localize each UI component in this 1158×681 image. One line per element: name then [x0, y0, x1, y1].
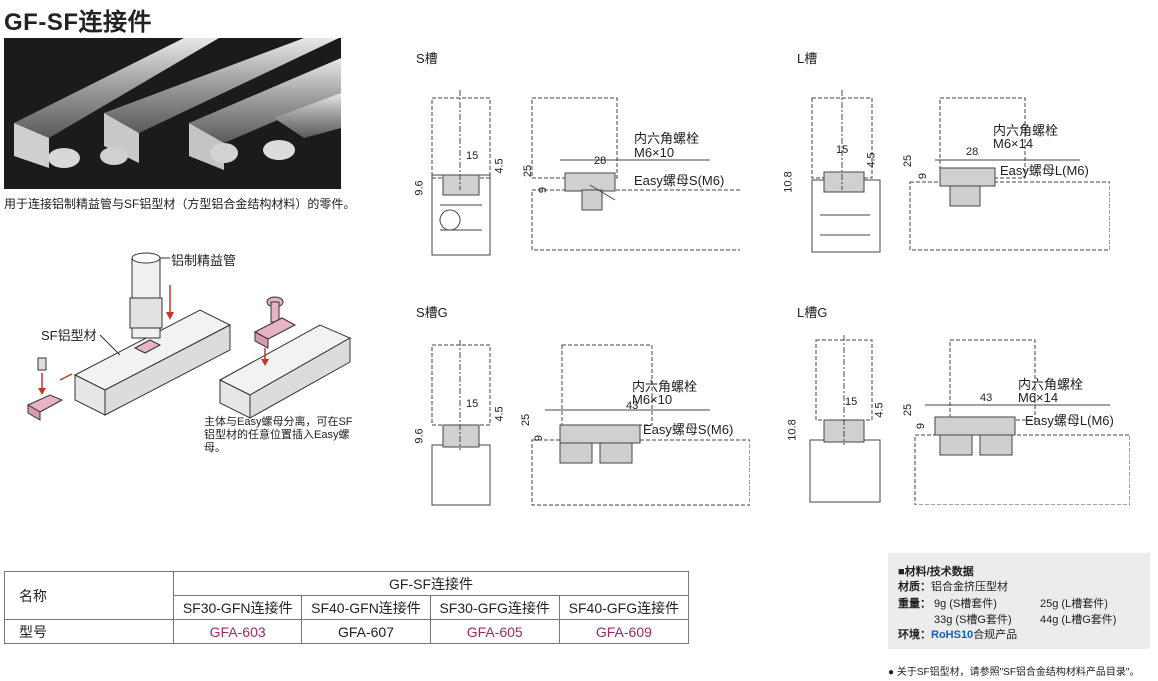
env-label: 环境：	[898, 629, 931, 641]
dim-15: 15	[466, 398, 479, 410]
weight-label: 重量：	[898, 598, 931, 610]
weight-value: 33g (S槽G套件)	[934, 614, 1012, 626]
drawing-l-slot-svg	[811, 90, 1110, 253]
drawing-s-slot-svg	[431, 90, 740, 256]
dim-15: 15	[845, 396, 858, 408]
weight-value: 44g (L槽G套件)	[1040, 614, 1117, 626]
footnote: ● 关于SF铝型材，请参照"SF铝合金结构材料产品目录"。	[888, 667, 1140, 678]
bolt-label: 内六角螺栓	[1018, 377, 1084, 392]
assembly-illustration	[26, 252, 352, 421]
dim-9: 9	[917, 172, 930, 180]
drawing-title: S槽G	[416, 305, 448, 320]
bolt-size: M6×10	[634, 145, 675, 160]
name-header: 名称	[4, 571, 174, 620]
dim-25: 25	[902, 403, 915, 417]
profile-label: SF铝型材	[41, 328, 97, 343]
env-value: 合规产品	[973, 629, 1018, 641]
dim-25: 25	[520, 413, 533, 427]
weight-value: 9g (S槽套件)	[934, 598, 997, 610]
bolt-label: 内六角螺栓	[634, 131, 700, 146]
dim-4-5: 4.5	[873, 402, 886, 418]
dim-43: 43	[626, 400, 639, 412]
model-number[interactable]: GFA-609	[558, 619, 690, 644]
model-number[interactable]: GFA-603	[172, 619, 303, 644]
drawing-title: S槽	[416, 51, 438, 66]
dim-9-6: 9.6	[413, 428, 426, 444]
pipe-label: 铝制精益管	[171, 253, 237, 268]
dim-9: 9	[915, 422, 928, 430]
table-row: 名称 GF-SF连接件	[4, 571, 689, 620]
dim-15: 15	[466, 150, 479, 162]
dim-43: 43	[980, 392, 993, 404]
dim-10-8: 10.8	[786, 419, 799, 441]
nut-label: Easy螺母L(M6)	[1025, 413, 1114, 428]
dim-9-6: 9.6	[413, 180, 426, 196]
group-header: GF-SF连接件	[173, 571, 689, 596]
nut-label: Easy螺母L(M6)	[1000, 163, 1089, 178]
intro-note: 用于连接铝制精益管与SF铝型材（方型铝合金结构材料）的零件。	[4, 197, 356, 211]
dim-28: 28	[966, 146, 979, 158]
env-row: 环境：RoHS10合规产品	[898, 628, 1017, 642]
product-name: SF40-GFG连接件	[558, 595, 690, 620]
product-name: SF30-GFN连接件	[172, 595, 303, 620]
product-name: SF30-GFG连接件	[429, 595, 560, 620]
product-name: SF40-GFN连接件	[301, 595, 431, 620]
dim-4-5: 4.5	[493, 158, 506, 174]
drawing-title: L槽	[797, 51, 818, 66]
product-photo	[4, 38, 341, 189]
bolt-label: 内六角螺栓	[632, 379, 698, 394]
material-label: 材质：	[898, 581, 931, 593]
weight-value: 25g (L槽套件)	[1040, 598, 1108, 610]
nut-label: Easy螺母S(M6)	[643, 422, 734, 437]
dim-25: 25	[522, 164, 535, 178]
rohs-badge: RoHS10	[931, 629, 974, 641]
bolt-size: M6×14	[993, 136, 1034, 151]
material-value: 铝合金挤压型材	[931, 581, 1008, 593]
bolt-size: M6×14	[1018, 390, 1059, 405]
dim-15: 15	[836, 144, 849, 156]
dim-9: 9	[533, 434, 546, 442]
page-title: GF-SF连接件	[4, 9, 152, 36]
drawing-title: L槽G	[797, 305, 828, 320]
drawing-s-slot-g-svg	[431, 340, 750, 506]
specs-box: ■材料/技术数据 材质：铝合金挤压型材 重量： 9g (S槽套件) 25g (L…	[888, 553, 1150, 649]
bolt-label: 内六角螺栓	[993, 123, 1059, 138]
table-row: 型号 GFA-603 GFA-607 GFA-605 GFA-609	[4, 619, 690, 644]
dim-4-5: 4.5	[865, 152, 878, 168]
drawing-l-slot-g-svg	[809, 335, 1130, 505]
nut-label: Easy螺母S(M6)	[634, 173, 725, 188]
material-row: 材质：铝合金挤压型材	[898, 580, 1008, 594]
specs-header: ■材料/技术数据	[898, 566, 974, 578]
model-header: 型号	[4, 619, 174, 644]
dim-4-5: 4.5	[493, 406, 506, 422]
product-table: 名称 GF-SF连接件 SF30-GFN连接件 SF40-GFN连接件 SF30…	[4, 571, 690, 644]
bolt-size: M6×10	[632, 392, 673, 407]
dim-25: 25	[902, 154, 915, 168]
dim-9: 9	[537, 186, 550, 194]
model-number[interactable]: GFA-605	[429, 619, 560, 644]
assembly-caption: 主体与Easy螺母分离，可在SF铝型材的任意位置插入Easy螺母。	[204, 416, 353, 454]
dim-10-8: 10.8	[782, 171, 795, 193]
dim-28: 28	[594, 155, 607, 167]
model-number[interactable]: GFA-607	[301, 619, 431, 644]
